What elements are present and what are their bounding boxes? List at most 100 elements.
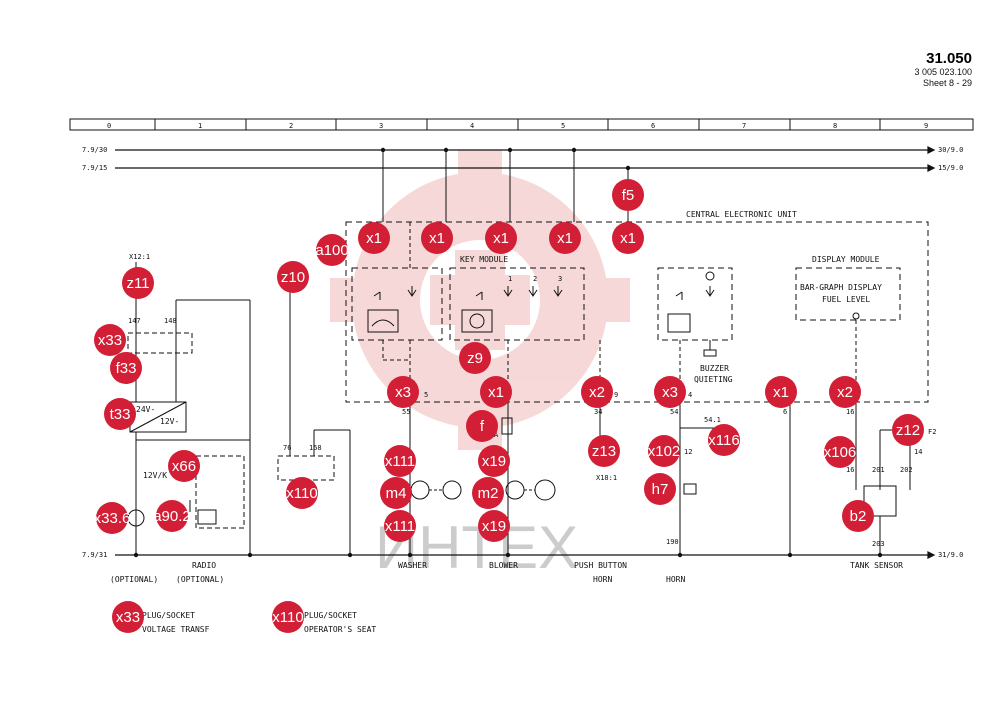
- callout-marker[interactable]: f33: [110, 352, 142, 384]
- callout-marker[interactable]: x33: [112, 601, 144, 633]
- wire-54: 54: [670, 408, 678, 416]
- callout-marker[interactable]: x19: [478, 445, 510, 477]
- rail-31-right: 31/9.0: [938, 551, 963, 559]
- quieting-label: QUIETING: [694, 375, 733, 384]
- horn-label: HORN: [666, 575, 685, 584]
- wire-16a: 16: [846, 408, 854, 416]
- wire-158: 158: [309, 444, 322, 452]
- callout-marker[interactable]: x1: [612, 222, 644, 254]
- callout-marker[interactable]: x33: [94, 324, 126, 356]
- tank-sensor-label: TANK SENSOR: [850, 561, 903, 570]
- wire-54-1: 54.1: [704, 416, 721, 424]
- svg-text:f: f: [480, 418, 485, 435]
- callout-marker[interactable]: x110: [286, 477, 318, 509]
- push-button-horn-label: HORN: [593, 575, 612, 584]
- callout-marker[interactable]: z11: [122, 267, 154, 299]
- pin-4: 4: [688, 391, 692, 399]
- callout-marker[interactable]: x33.6: [94, 502, 131, 534]
- drawing-number: 31.050: [926, 50, 972, 67]
- radio-label: RADIO: [192, 561, 216, 570]
- callout-marker[interactable]: z13: [588, 435, 620, 467]
- ceu-title: CENTRAL ELECTRONIC UNIT: [686, 210, 797, 219]
- svg-text:x66: x66: [172, 458, 196, 475]
- svg-text:x2: x2: [837, 384, 853, 401]
- svg-text:a100: a100: [315, 242, 348, 259]
- callout-marker[interactable]: x1: [549, 222, 581, 254]
- callout-marker[interactable]: x111: [384, 445, 416, 477]
- svg-text:z9: z9: [467, 350, 483, 367]
- callout-marker[interactable]: x66: [168, 450, 200, 482]
- wire-202: 202: [900, 466, 913, 474]
- callout-marker[interactable]: x1: [480, 376, 512, 408]
- rail-30-right: 30/9.0: [938, 146, 963, 154]
- callout-marker[interactable]: x2: [581, 376, 613, 408]
- pin-14: 14: [914, 448, 922, 456]
- legend-x33-line2: VOLTAGE TRANSF: [142, 625, 210, 634]
- rail-15-left: 7.9/15: [82, 164, 107, 172]
- svg-text:x116: x116: [708, 432, 739, 449]
- key-icons: [367, 271, 717, 357]
- svg-text:x1: x1: [773, 384, 789, 401]
- callout-marker[interactable]: f5: [612, 179, 644, 211]
- callout-marker[interactable]: x111: [384, 510, 416, 542]
- callout-marker[interactable]: h7: [644, 473, 676, 505]
- svg-text:x33: x33: [98, 332, 122, 349]
- svg-text:x1: x1: [493, 230, 509, 247]
- column-1: 1: [198, 122, 202, 130]
- callout-marker[interactable]: m2: [472, 477, 504, 509]
- wire-16b: 16: [846, 466, 854, 474]
- callout-marker[interactable]: t33: [104, 398, 136, 430]
- pin-a: A: [494, 431, 499, 439]
- display-module-label: DISPLAY MODULE: [812, 255, 880, 264]
- callout-marker[interactable]: x102: [648, 435, 681, 467]
- radio-optional-1: (OPTIONAL): [110, 575, 158, 584]
- callout-marker[interactable]: z12: [892, 414, 924, 446]
- svg-text:x1: x1: [488, 384, 504, 401]
- column-3: 3: [379, 122, 383, 130]
- callout-marker[interactable]: x116: [708, 424, 740, 456]
- wire-34: 34: [594, 408, 602, 416]
- rail-15-right: 15/9.0: [938, 164, 963, 172]
- document-number: 3 005 023.100: [914, 67, 972, 77]
- svg-text:x106: x106: [824, 444, 857, 461]
- callout-marker[interactable]: x1: [421, 222, 453, 254]
- svg-text:x19: x19: [482, 518, 506, 535]
- callout-marker[interactable]: f: [466, 410, 498, 442]
- svg-text:m4: m4: [386, 485, 407, 502]
- svg-text:x3: x3: [395, 384, 411, 401]
- f2-label: F2: [928, 428, 936, 436]
- x18-label: X18:1: [596, 474, 617, 482]
- callout-marker[interactable]: x1: [485, 222, 517, 254]
- wire-147: 147: [128, 317, 141, 325]
- callout-marker[interactable]: x110: [272, 601, 304, 633]
- svg-text:z10: z10: [281, 269, 305, 286]
- callout-marker[interactable]: x1: [358, 222, 390, 254]
- svg-text:x2: x2: [589, 384, 605, 401]
- callout-marker[interactable]: x3: [654, 376, 686, 408]
- fuel-level-label: FUEL LEVEL: [822, 295, 870, 304]
- svg-text:x110: x110: [286, 485, 317, 502]
- callout-marker[interactable]: z9: [459, 342, 491, 374]
- svg-text:f5: f5: [622, 187, 635, 204]
- callout-marker[interactable]: a90.2: [153, 500, 191, 532]
- callout-marker[interactable]: x19: [478, 510, 510, 542]
- callout-marker[interactable]: a100: [315, 234, 349, 266]
- rail-31-left: 7.9/31: [82, 551, 107, 559]
- callout-marker[interactable]: b2: [842, 500, 874, 532]
- svg-text:b2: b2: [850, 508, 867, 525]
- pin-12: 12: [684, 448, 692, 456]
- callout-marker[interactable]: x3: [387, 376, 419, 408]
- column-2: 2: [289, 122, 293, 130]
- wire-6: 6: [783, 408, 787, 416]
- svg-text:x111: x111: [385, 453, 415, 470]
- callout-marker[interactable]: m4: [380, 477, 412, 509]
- callout-marker[interactable]: z10: [277, 261, 309, 293]
- svg-text:h7: h7: [652, 481, 669, 498]
- svg-text:x1: x1: [620, 230, 636, 247]
- callout-marker[interactable]: x2: [829, 376, 861, 408]
- x12-label: X12:1: [129, 253, 150, 261]
- callout-marker[interactable]: x1: [765, 376, 797, 408]
- callout-marker[interactable]: x106: [824, 436, 857, 468]
- svg-text:x1: x1: [557, 230, 573, 247]
- pin-5: 5: [424, 391, 428, 399]
